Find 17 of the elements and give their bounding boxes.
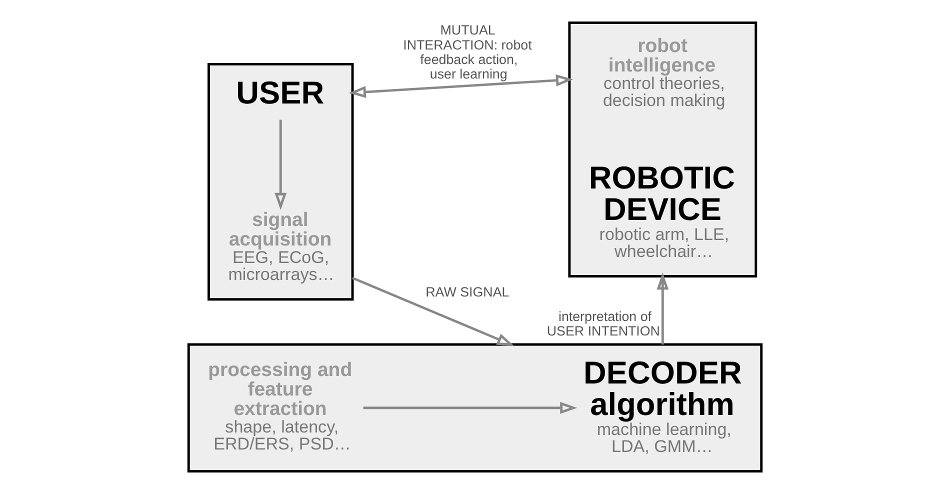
node-text: USER [236, 74, 324, 111]
cluster [186, 343, 762, 472]
arrow [348, 74, 573, 98]
arrow [352, 276, 514, 346]
node-text: processing and feature extraction shape, latency, ERD/ERS, PSD… [208, 358, 352, 454]
cluster [568, 22, 757, 278]
arrow [274, 120, 286, 210]
arrow [362, 402, 577, 414]
node-text: DECODER algorithm machine learning, LDA, GMM… [582, 354, 742, 456]
edge-label: MUTUAL INTERACTION: robot feedback action, user learning [402, 22, 532, 82]
edge-label: interpretation of USER INTENTION [546, 309, 660, 339]
node-text: signal acquisition EEG, ECoG, microarrays… [228, 209, 334, 284]
arrow [656, 272, 668, 344]
cluster [207, 62, 354, 301]
node-text: ROBOTIC DEVICE robotic arm, LLE, wheelchair… [588, 159, 734, 261]
edge-label: RAW SIGNAL [425, 284, 509, 300]
node-text: robot intelligence control theories, decision making [602, 34, 725, 110]
